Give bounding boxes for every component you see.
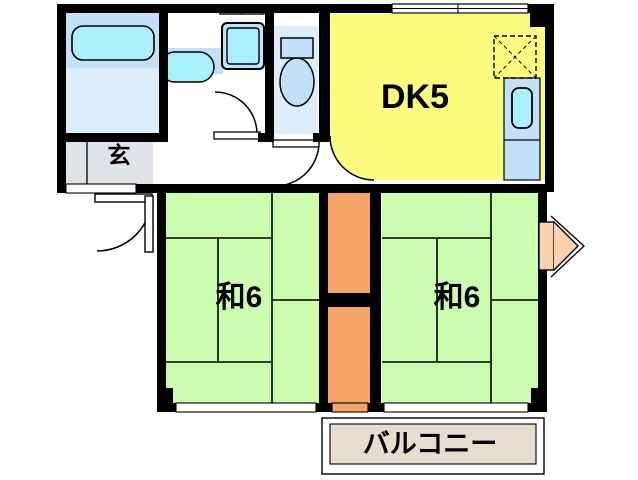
side-exit-door-group[interactable] (538, 215, 585, 278)
washroom-area (159, 4, 267, 140)
washitsu-left-area (163, 192, 321, 410)
label-washitsu-right: 和6 (434, 281, 481, 314)
tatami-mat-lines-right (382, 192, 540, 410)
side-door-arc (550, 215, 585, 278)
label-balcony: バルコニー (363, 429, 497, 459)
windows (65, 3, 529, 413)
balcony-area (321, 417, 545, 475)
closet-lower[interactable] (328, 307, 370, 410)
bathroom-area (65, 12, 161, 134)
toilet-area (274, 26, 318, 134)
side-door-swing (553, 221, 579, 271)
window-dk-top (391, 3, 529, 14)
tatami-mat-lines-left (163, 192, 321, 410)
window-bath-bottom (65, 183, 137, 194)
label-genkan: 玄 (108, 142, 131, 168)
washroom-door-swing (214, 91, 258, 135)
toilet-tank-icon (280, 37, 314, 59)
kitchen-sink-icon (511, 87, 533, 129)
closet-bottom-panel (331, 402, 369, 413)
closet-center (328, 192, 370, 410)
washing-machine-drum (226, 27, 260, 65)
window-right-room-bottom (383, 402, 529, 413)
toilet-door-leaf (272, 139, 320, 148)
range-hood-icon (493, 35, 537, 79)
label-dk5: DK5 (381, 78, 449, 116)
washitsu-right-area (382, 192, 540, 410)
balcony-floor (329, 423, 537, 465)
side-door-leaf[interactable] (538, 221, 555, 271)
bathtub-icon (71, 25, 155, 61)
window-left-room-bottom (175, 402, 317, 413)
entrance-door-leaf (144, 195, 154, 253)
label-washitsu-left: 和6 (216, 281, 263, 314)
entrance-door-group (94, 193, 154, 253)
dk-door-swing (329, 135, 375, 181)
closet-upper[interactable] (328, 192, 370, 295)
washroom-door-leaf (213, 131, 261, 140)
toilet-bowl-icon (279, 57, 315, 107)
washbasin-icon (159, 51, 215, 83)
dk-area (329, 14, 552, 181)
